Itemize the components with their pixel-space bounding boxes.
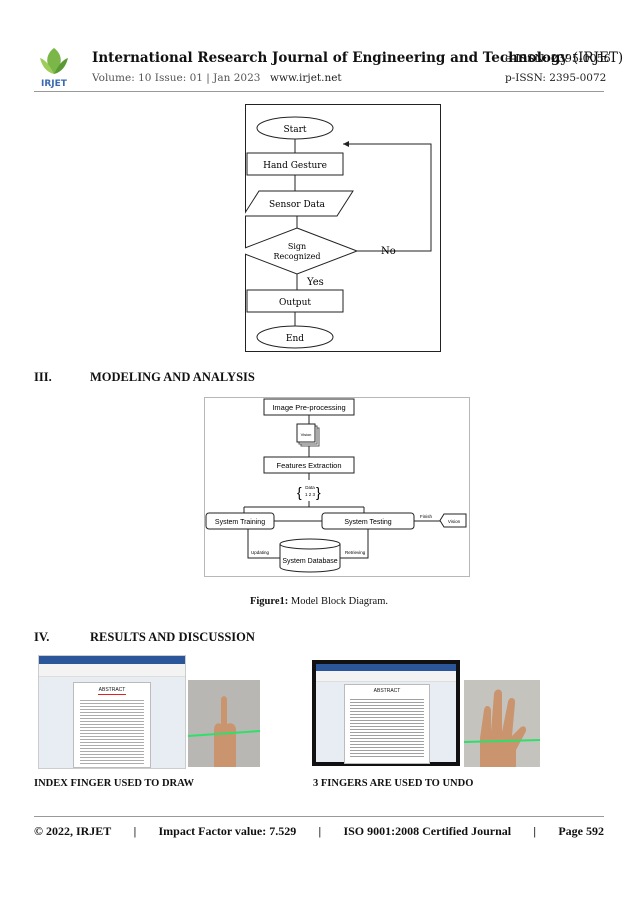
yes-label: Yes [306,277,324,288]
copyright: © 2022, IRJET [34,824,112,838]
retrieving-label: Retrieving [345,550,366,555]
figure-label: Figure1: [249,596,289,607]
website[interactable]: www.irjet.net [270,72,342,84]
database-label: System Database [282,558,337,565]
data-nums: 1 2 3 [305,492,316,497]
section-3-title: MODELING AND ANALYSIS [90,370,255,384]
section-3-number: III. [34,370,52,384]
end-label: End [286,334,304,344]
sensor-data-label: Sensor Data [269,200,326,210]
page-number: Page 592 [558,824,604,838]
hand-index-photo [188,680,260,767]
start-label: Start [283,125,306,135]
doc-heading: ABSTRACT [98,687,126,693]
word-screenshot-right: ABSTRACT [312,660,460,766]
recognized-label: Recognized [274,252,321,261]
model-block-diagram: Image Pre-processing Vision Features Ext… [204,397,470,577]
end-node [256,325,334,349]
hand-gesture-label: Hand Gesture [263,161,327,171]
footer-rule [34,816,604,817]
footer-sep-3: | [533,824,537,838]
footer-sep-2: | [318,824,322,838]
section-4-title: RESULTS AND DISCUSSION [90,630,255,644]
volume-info: Volume: 10 Issue: 01 | Jan 2023 [92,72,261,84]
hand-three-fingers-photo [464,680,540,767]
output-label: Output [279,298,311,308]
journal-title: International Research Journal of Engine… [92,50,623,66]
left-brace: { [297,484,302,500]
right-result-caption: 3 FINGERS ARE USED TO UNDO [313,778,474,789]
doc-text-lines [80,698,144,764]
testing-label: System Testing [344,519,391,526]
section-4-number: IV. [34,630,50,644]
figure-caption: Figure1: Model Block Diagram. [0,596,638,607]
journal-title-bold: International Research Journal of Engine… [92,50,569,66]
flowchart-figure: Start Hand Gesture Sensor Data Sign Reco… [245,104,441,352]
word-screenshot-left: ABSTRACT [38,655,186,769]
figure-text: Model Block Diagram. [288,596,389,607]
data-label: Data [305,485,315,490]
right-brace: } [316,484,321,500]
preprocessing-label: Image Pre-processing [272,403,345,412]
logo-text: IRJET [41,79,68,88]
impact-factor: Impact Factor value: 7.529 [158,824,297,838]
vision-label-2: Vision [448,519,461,524]
sign-label: Sign [288,242,306,251]
footer-sep-1: | [133,824,137,838]
document-page: ABSTRACT [73,682,151,768]
journal-abbr: (IRJET) [572,50,624,66]
finish-label: Finish [420,514,433,519]
no-label: No [381,246,396,257]
pissn: p-ISSN: 2395-0072 [505,72,607,84]
footer: © 2022, IRJET | Impact Factor value: 7.5… [34,824,604,839]
training-label: System Training [215,519,265,526]
sensor-data-node [245,190,354,217]
irjet-logo: IRJET [40,48,68,88]
updating-label: Updating [251,550,270,555]
left-result-caption: INDEX FINGER USED TO DRAW [34,778,195,789]
header-rule [34,91,604,92]
doc-heading-right: ABSTRACT [373,688,401,694]
iso-certification: ISO 9001:2008 Certified Journal [343,824,512,838]
vision-label-1: Vision [301,432,312,437]
database-cylinder [279,538,341,550]
features-label: Features Extraction [276,461,341,470]
eissn: e-ISSN: 2395-0056 [505,52,611,65]
